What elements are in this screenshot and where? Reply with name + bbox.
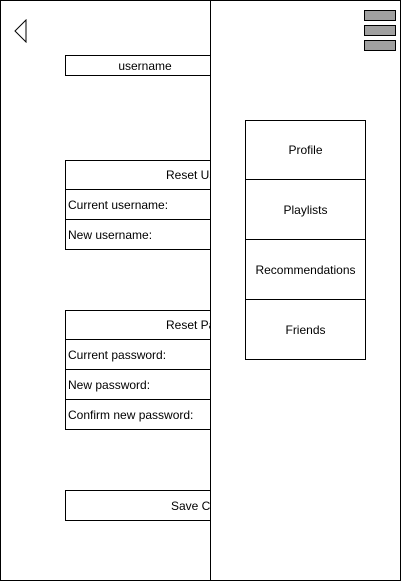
confirm-password-field[interactable]: Confirm new password:	[65, 400, 225, 430]
new-password-label: New password:	[68, 377, 151, 392]
reset-username-title: Reset Username	[166, 168, 224, 182]
current-password-field[interactable]: Current password:	[65, 340, 225, 370]
reset-username-section: Reset Username Current username: New use…	[65, 160, 225, 250]
menu-item-recommendations-label: Recommendations	[255, 262, 356, 277]
menu-item-profile[interactable]: Profile	[245, 120, 366, 180]
reset-username-header: Reset Username	[65, 160, 225, 190]
save-changes-button[interactable]: Save Changes	[65, 490, 225, 521]
menu-bar-top	[364, 10, 396, 21]
reset-password-header: Reset Password	[65, 310, 225, 340]
current-username-field[interactable]: Current username:	[65, 190, 225, 220]
menu-item-playlists[interactable]: Playlists	[245, 180, 366, 240]
hamburger-menu-icon[interactable]	[364, 10, 396, 52]
back-button[interactable]	[14, 18, 28, 44]
menu-item-profile-label: Profile	[288, 143, 323, 157]
new-username-field[interactable]: New username:	[65, 220, 225, 250]
new-password-field[interactable]: New password:	[65, 370, 225, 400]
confirm-password-label: Confirm new password:	[68, 407, 194, 422]
menu-item-playlists-label: Playlists	[283, 202, 328, 217]
menu-bar-bottom	[364, 40, 396, 51]
current-password-label: Current password:	[68, 347, 167, 362]
menu-item-friends-label: Friends	[285, 322, 326, 337]
menu-item-recommendations[interactable]: Recommendations	[245, 240, 366, 300]
back-triangle-icon	[14, 18, 27, 44]
side-menu-panel	[210, 0, 401, 581]
new-username-label: New username:	[68, 227, 153, 242]
menu-item-friends[interactable]: Friends	[245, 300, 366, 360]
reset-password-section: Reset Password Current password: New pas…	[65, 310, 225, 430]
nav-menu: Profile Playlists Recommendations Friend…	[245, 120, 366, 360]
username-label: username	[118, 58, 172, 73]
menu-bar-middle	[364, 25, 396, 36]
reset-password-title: Reset Password	[166, 318, 224, 332]
username-display: username	[65, 55, 225, 76]
current-username-label: Current username:	[68, 197, 169, 212]
